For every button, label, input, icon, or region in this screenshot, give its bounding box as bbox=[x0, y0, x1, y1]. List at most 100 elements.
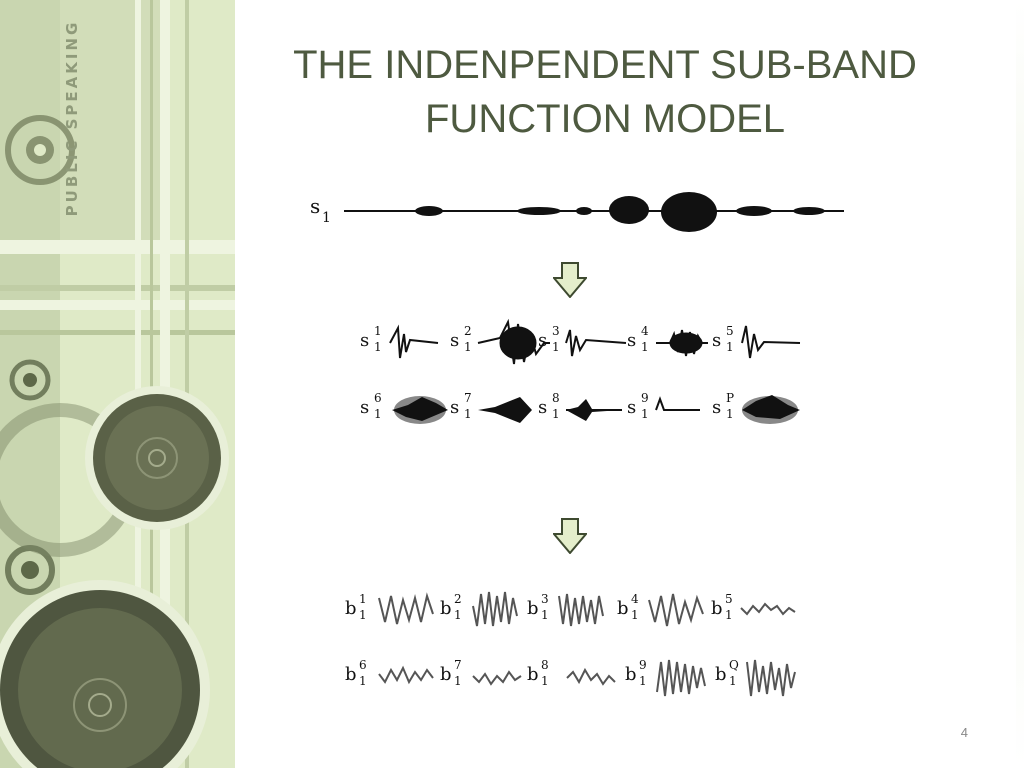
label-subscript: 1 bbox=[541, 674, 549, 688]
label-superscript: 8 bbox=[541, 658, 549, 672]
basis-label-5: b 5 1 bbox=[711, 592, 733, 622]
label-base: s bbox=[712, 397, 722, 418]
subband-label-9: s 9 1 bbox=[627, 391, 649, 421]
decorative-sidebar: PUBLIC SPEAKING bbox=[0, 0, 235, 768]
basis-label-2: b 2 1 bbox=[440, 592, 462, 622]
label-subscript: 1 bbox=[541, 608, 549, 622]
label-subscript: 1 bbox=[359, 608, 367, 622]
label-base: s bbox=[538, 397, 548, 418]
label-base: b bbox=[625, 664, 637, 685]
subband-label-2: s 2 1 bbox=[450, 324, 472, 354]
label-superscript: 2 bbox=[454, 592, 462, 606]
slide-title-line-1: THE INDENPENDENT SUB-BAND bbox=[293, 43, 917, 87]
main-signal-waveform bbox=[344, 192, 844, 232]
label-base: b bbox=[440, 664, 452, 685]
label-superscript: 5 bbox=[726, 324, 734, 338]
label-superscript: 1 bbox=[374, 324, 382, 338]
label-superscript: 6 bbox=[359, 658, 367, 672]
label-superscript: 6 bbox=[374, 391, 382, 405]
label-subscript: 1 bbox=[729, 674, 737, 688]
slide-title: THE INDENPENDENT SUB-BAND FUNCTION MODEL bbox=[255, 38, 955, 146]
basis-row-1-waveforms bbox=[378, 591, 796, 627]
basis-label-3: b 3 1 bbox=[527, 592, 549, 622]
label-superscript: 9 bbox=[641, 391, 649, 405]
label-subscript: 1 bbox=[464, 340, 472, 354]
label-superscript: 8 bbox=[552, 391, 560, 405]
slide-title-line-2: FUNCTION MODEL bbox=[425, 97, 785, 141]
label-subscript: 1 bbox=[639, 674, 647, 688]
label-subscript: 1 bbox=[726, 407, 734, 421]
subband-label-8: s 8 1 bbox=[538, 391, 560, 421]
basis-label-9: b 9 1 bbox=[625, 658, 647, 688]
page-number: 4 bbox=[960, 725, 968, 740]
basis-label-1: b 1 1 bbox=[345, 592, 367, 622]
label-superscript: 2 bbox=[464, 324, 472, 338]
label-base: s bbox=[360, 330, 370, 351]
subband-label-6: s 6 1 bbox=[360, 391, 382, 421]
label-base: b bbox=[440, 598, 452, 619]
basis-row-2: b 6 1 b 7 1 b 8 1 b 9 1 b Q 1 bbox=[345, 652, 805, 702]
basis-row-2-waveforms bbox=[378, 659, 796, 697]
label-subscript: 1 bbox=[359, 674, 367, 688]
label-superscript: 7 bbox=[454, 658, 462, 672]
basis-label-8: b 8 1 bbox=[527, 658, 549, 688]
label-superscript: Q bbox=[729, 658, 739, 672]
label-subscript: 1 bbox=[552, 340, 560, 354]
label-superscript: P bbox=[726, 391, 735, 405]
label-base: b bbox=[527, 664, 539, 685]
label-subscript: 1 bbox=[725, 608, 733, 622]
basis-row-1: b 1 1 b 2 1 b 3 1 b 4 1 b 5 1 bbox=[345, 586, 805, 636]
basis-label-4: b 4 1 bbox=[617, 592, 639, 622]
subband-row-1: s 1 1 s 2 1 s 3 1 s 4 1 s 5 1 bbox=[360, 318, 805, 368]
subband-row-2-waveforms bbox=[392, 395, 800, 424]
label-base: s bbox=[360, 397, 370, 418]
right-edge-strip bbox=[1016, 0, 1024, 768]
label-superscript: 4 bbox=[631, 592, 639, 606]
label-base: b bbox=[345, 664, 357, 685]
label-base: s bbox=[627, 330, 637, 351]
subband-label-1: s 1 1 bbox=[360, 324, 382, 354]
subband-label-5: s 5 1 bbox=[712, 324, 734, 354]
label-base: b bbox=[617, 598, 629, 619]
label-subscript: 1 bbox=[726, 340, 734, 354]
subband-label-p: s P 1 bbox=[712, 391, 734, 421]
subband-label-4: s 4 1 bbox=[627, 324, 649, 354]
label-subscript: 1 bbox=[454, 674, 462, 688]
label-subscript: 1 bbox=[374, 407, 382, 421]
label-base: b bbox=[345, 598, 357, 619]
label-superscript: 1 bbox=[359, 592, 367, 606]
subband-label-3: s 3 1 bbox=[538, 324, 560, 354]
basis-label-q: b Q 1 bbox=[715, 658, 739, 688]
subband-row-1-waveforms bbox=[389, 318, 801, 365]
label-base: s bbox=[450, 397, 460, 418]
label-superscript: 5 bbox=[725, 592, 733, 606]
label-base: s bbox=[627, 397, 637, 418]
main-signal-base: s bbox=[310, 194, 321, 218]
label-subscript: 1 bbox=[454, 608, 462, 622]
basis-label-7: b 7 1 bbox=[440, 658, 462, 688]
sidebar-vertical-label: PUBLIC SPEAKING bbox=[63, 19, 81, 217]
main-signal-label: s 1 bbox=[310, 194, 331, 226]
label-subscript: 1 bbox=[641, 407, 649, 421]
subband-label-7: s 7 1 bbox=[450, 391, 472, 421]
label-superscript: 3 bbox=[552, 324, 560, 338]
label-subscript: 1 bbox=[374, 340, 382, 354]
label-subscript: 1 bbox=[552, 407, 560, 421]
main-signal-row: s 1 bbox=[310, 188, 850, 234]
subband-row-2: s 6 1 s 7 1 s 8 1 s 9 1 s P 1 bbox=[360, 385, 805, 435]
label-superscript: 4 bbox=[641, 324, 649, 338]
label-base: b bbox=[527, 598, 539, 619]
label-superscript: 3 bbox=[541, 592, 549, 606]
label-subscript: 1 bbox=[641, 340, 649, 354]
label-superscript: 9 bbox=[639, 658, 647, 672]
label-base: s bbox=[450, 330, 460, 351]
label-subscript: 1 bbox=[464, 407, 472, 421]
label-superscript: 7 bbox=[464, 391, 472, 405]
label-base: b bbox=[711, 598, 723, 619]
down-arrow-icon bbox=[553, 518, 587, 554]
basis-label-6: b 6 1 bbox=[345, 658, 367, 688]
main-signal-subscript: 1 bbox=[322, 210, 331, 226]
sidebar-artwork bbox=[0, 0, 235, 768]
label-base: s bbox=[712, 330, 722, 351]
label-subscript: 1 bbox=[631, 608, 639, 622]
